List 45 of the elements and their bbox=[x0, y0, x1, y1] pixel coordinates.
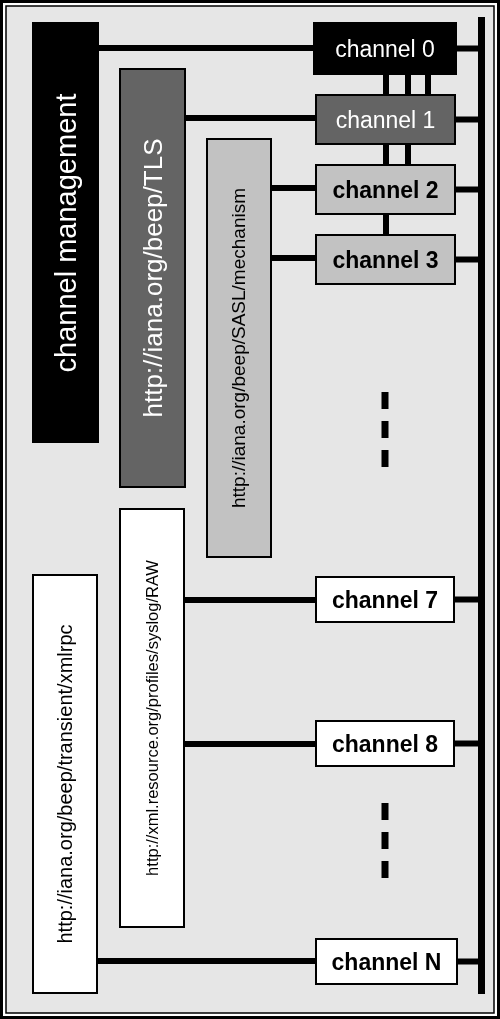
channel-box bbox=[315, 938, 458, 985]
profile-uri: http://iana.org/beep/transient/xmlrpc bbox=[53, 624, 77, 944]
channel-label: channel 0 bbox=[335, 35, 435, 62]
profile-box bbox=[119, 508, 185, 928]
channel-label: channel 7 bbox=[331, 586, 439, 613]
connector-line bbox=[185, 597, 315, 603]
channel-box bbox=[315, 576, 455, 623]
channel-label: channel 2 bbox=[332, 176, 439, 203]
connector-line bbox=[405, 75, 411, 94]
connector-line bbox=[185, 741, 315, 747]
connector-line bbox=[455, 596, 478, 603]
profile-uri: channel management bbox=[49, 93, 82, 372]
channel-label: channel 3 bbox=[332, 246, 439, 273]
profile-box bbox=[206, 138, 272, 558]
profile-uri: http://xml.resource.org/profiles/syslog/RAW bbox=[142, 560, 162, 876]
channel-box bbox=[315, 720, 455, 767]
connector-line bbox=[99, 45, 313, 51]
connector-line bbox=[383, 145, 389, 164]
connector-line bbox=[186, 115, 315, 121]
channel-box bbox=[315, 234, 456, 285]
channel-label: channel 8 bbox=[331, 730, 439, 757]
connector-line bbox=[98, 958, 315, 964]
connector-line bbox=[456, 116, 478, 123]
profile-box bbox=[32, 22, 99, 443]
profile-box bbox=[119, 68, 186, 488]
connector-line bbox=[383, 75, 389, 94]
connector-line bbox=[272, 185, 315, 191]
connector-line bbox=[456, 186, 478, 193]
channel-box bbox=[313, 22, 457, 75]
connector-line bbox=[272, 255, 315, 261]
connector-line bbox=[456, 256, 478, 263]
channel-label: channel N bbox=[331, 948, 442, 975]
connector-line bbox=[405, 145, 411, 164]
profile-uri: http://iana.org/beep/TLS bbox=[137, 138, 168, 418]
connector-line bbox=[457, 45, 478, 52]
bus-bar bbox=[478, 17, 485, 994]
connector-line bbox=[425, 75, 431, 94]
connector-line bbox=[383, 215, 389, 234]
channel-box bbox=[315, 94, 456, 145]
profile-uri: http://iana.org/beep/SASL/mechanism bbox=[228, 188, 250, 508]
channel-box bbox=[315, 164, 456, 215]
profile-box bbox=[32, 574, 98, 994]
connector-line bbox=[455, 740, 478, 747]
channel-label: channel 1 bbox=[335, 106, 436, 133]
connector-line bbox=[458, 958, 478, 965]
